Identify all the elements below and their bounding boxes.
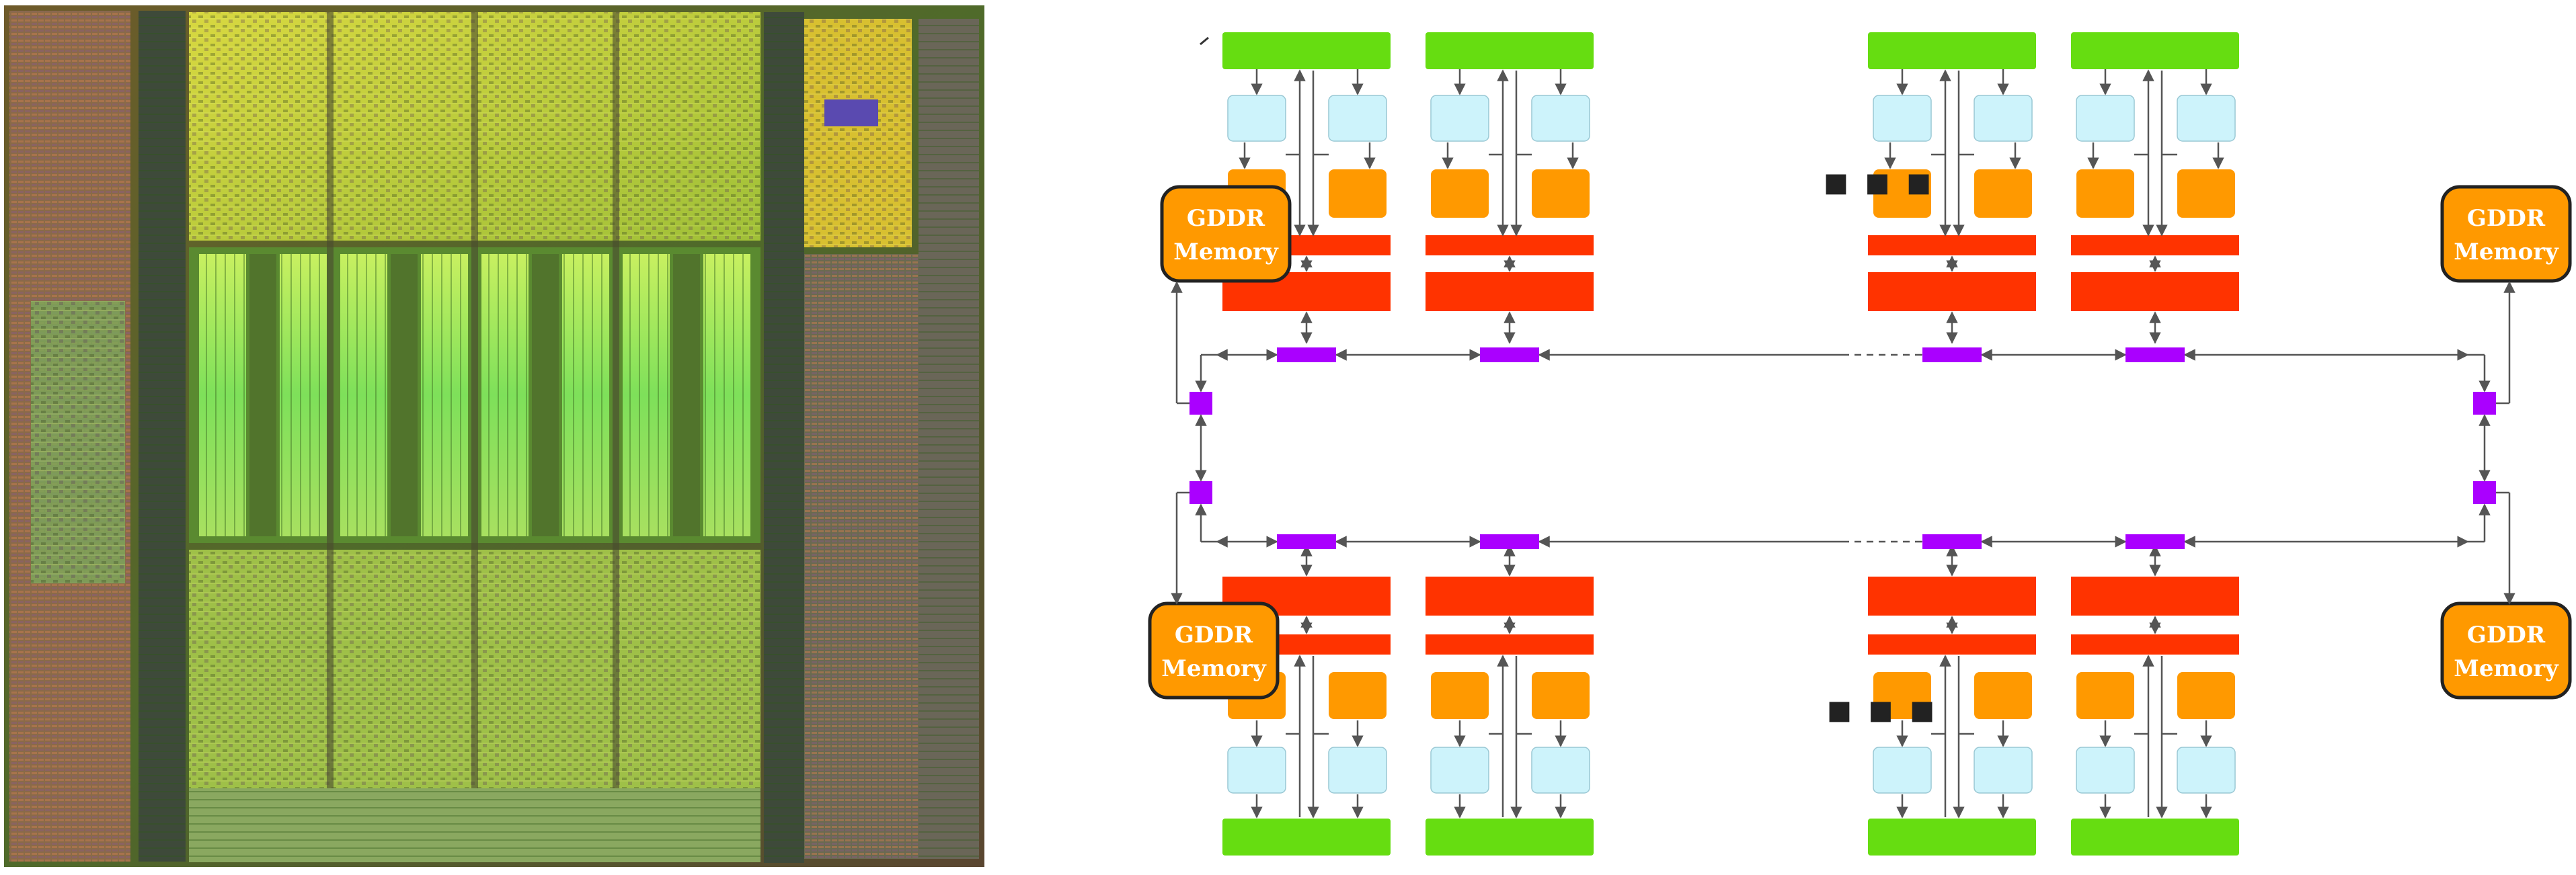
core-block (1873, 169, 1931, 218)
memory-ring-stop (1189, 481, 1212, 504)
l2-cache-block (1868, 577, 2036, 616)
memory-label-line2: Memory (2454, 655, 2559, 682)
core-unit (1868, 32, 2036, 344)
ring-stop (2125, 534, 2185, 549)
ellipsis-top: ▪ ▪ ▪ (1822, 158, 1933, 205)
ring-stop (1922, 347, 1982, 362)
stray-mark (1200, 36, 1209, 46)
ellipsis-bottom: ▪ ▪ ▪ (1826, 685, 1936, 733)
memory-label-line2: Memory (2454, 239, 2559, 265)
core-block (1974, 672, 2032, 719)
vector-unit-block (1868, 819, 2036, 856)
ring-stop (2125, 347, 2185, 362)
l2-cache-block (1426, 272, 1594, 311)
gddr-memory-box: GDDR Memory (2440, 601, 2572, 700)
ring-interconnect (1189, 347, 2496, 549)
core-block (1329, 672, 1387, 719)
ring-stop (1480, 534, 1539, 549)
ring-stop (1922, 534, 1982, 549)
cache-block (1227, 95, 1286, 142)
memory-label-line2: Memory (1173, 239, 1279, 265)
memory-box-frame (1148, 601, 1280, 700)
cache-block (1328, 95, 1387, 142)
l2-cache-block (2071, 577, 2239, 616)
memory-box-frame (1160, 185, 1292, 283)
core-block (1974, 169, 2032, 218)
memory-label-line1: GDDR (2467, 205, 2546, 232)
core-unit (2071, 32, 2239, 344)
vector-unit-block (1426, 32, 1594, 69)
l2-cache-block (2071, 272, 2239, 311)
core-block (1532, 169, 1590, 218)
core-block (2177, 169, 2235, 218)
gddr-memory-box: GDDR Memory (1148, 601, 1280, 700)
memory-label-line2: Memory (1161, 655, 1267, 682)
cache-block (1974, 747, 2033, 794)
memory-label-line1: GDDR (2467, 622, 2546, 649)
cache-block (2076, 747, 2135, 794)
vector-unit-block (2071, 32, 2239, 69)
core-block (1431, 672, 1489, 719)
core-block (1532, 672, 1590, 719)
l2-cache-tag-block (2071, 634, 2239, 655)
vector-unit-block (1426, 819, 1594, 856)
core-unit (2071, 544, 2239, 856)
cache-block (2177, 747, 2236, 794)
core-unit (1222, 544, 1391, 856)
cache-block (1430, 747, 1489, 794)
core-unit (1426, 544, 1594, 856)
ring-stop (1277, 347, 1336, 362)
l2-cache-tag-block (2071, 235, 2239, 255)
vector-unit-block (1222, 819, 1391, 856)
cache-block (1873, 95, 1932, 142)
l2-cache-tag-block (1868, 634, 2036, 655)
memory-ring-stop (2473, 481, 2496, 504)
l2-cache-block (1426, 577, 1594, 616)
l2-cache-tag-block (1426, 634, 1594, 655)
cache-block (1873, 747, 1932, 794)
core-block (1329, 169, 1387, 218)
memory-ring-stop (1189, 392, 1212, 415)
cache-block (2177, 95, 2236, 142)
core-block (2177, 672, 2235, 719)
cache-block (1430, 95, 1489, 142)
memory-ring-stop (2473, 392, 2496, 415)
cache-block (2076, 95, 2135, 142)
vector-unit-block (2071, 819, 2239, 856)
die-photo (4, 5, 984, 867)
vector-unit-block (1222, 32, 1391, 69)
l2-cache-tag-block (1868, 235, 2036, 255)
cache-block (1974, 95, 2033, 142)
memory-box-frame (2440, 185, 2572, 283)
gddr-memory-box: GDDR Memory (2440, 185, 2572, 283)
ring-architecture-diagram: GDDRMemoryGDDRMemoryGDDRMemoryGDDRMemory… (1148, 32, 2572, 856)
l2-cache-tag-block (1426, 235, 1594, 255)
core-unit (1868, 544, 2036, 856)
memory-label-line1: GDDR (1175, 622, 1253, 649)
core-block (2076, 672, 2134, 719)
gddr-memory-box: GDDR Memory (1160, 185, 1292, 283)
memory-box-frame (2440, 601, 2572, 700)
top-core-units (1222, 32, 2239, 344)
core-unit (1426, 32, 1594, 344)
cache-block (1531, 747, 1590, 794)
ring-stop (1277, 534, 1336, 549)
memory-label-line1: GDDR (1187, 205, 1265, 232)
core-block (1873, 672, 1931, 719)
l2-cache-block (1868, 272, 2036, 311)
core-block (1431, 169, 1489, 218)
bottom-core-units (1222, 544, 2239, 856)
cache-block (1328, 747, 1387, 794)
cache-block (1227, 747, 1286, 794)
core-block (2076, 169, 2134, 218)
vector-unit-block (1868, 32, 2036, 69)
ring-stop (1480, 347, 1539, 362)
cache-block (1531, 95, 1590, 142)
